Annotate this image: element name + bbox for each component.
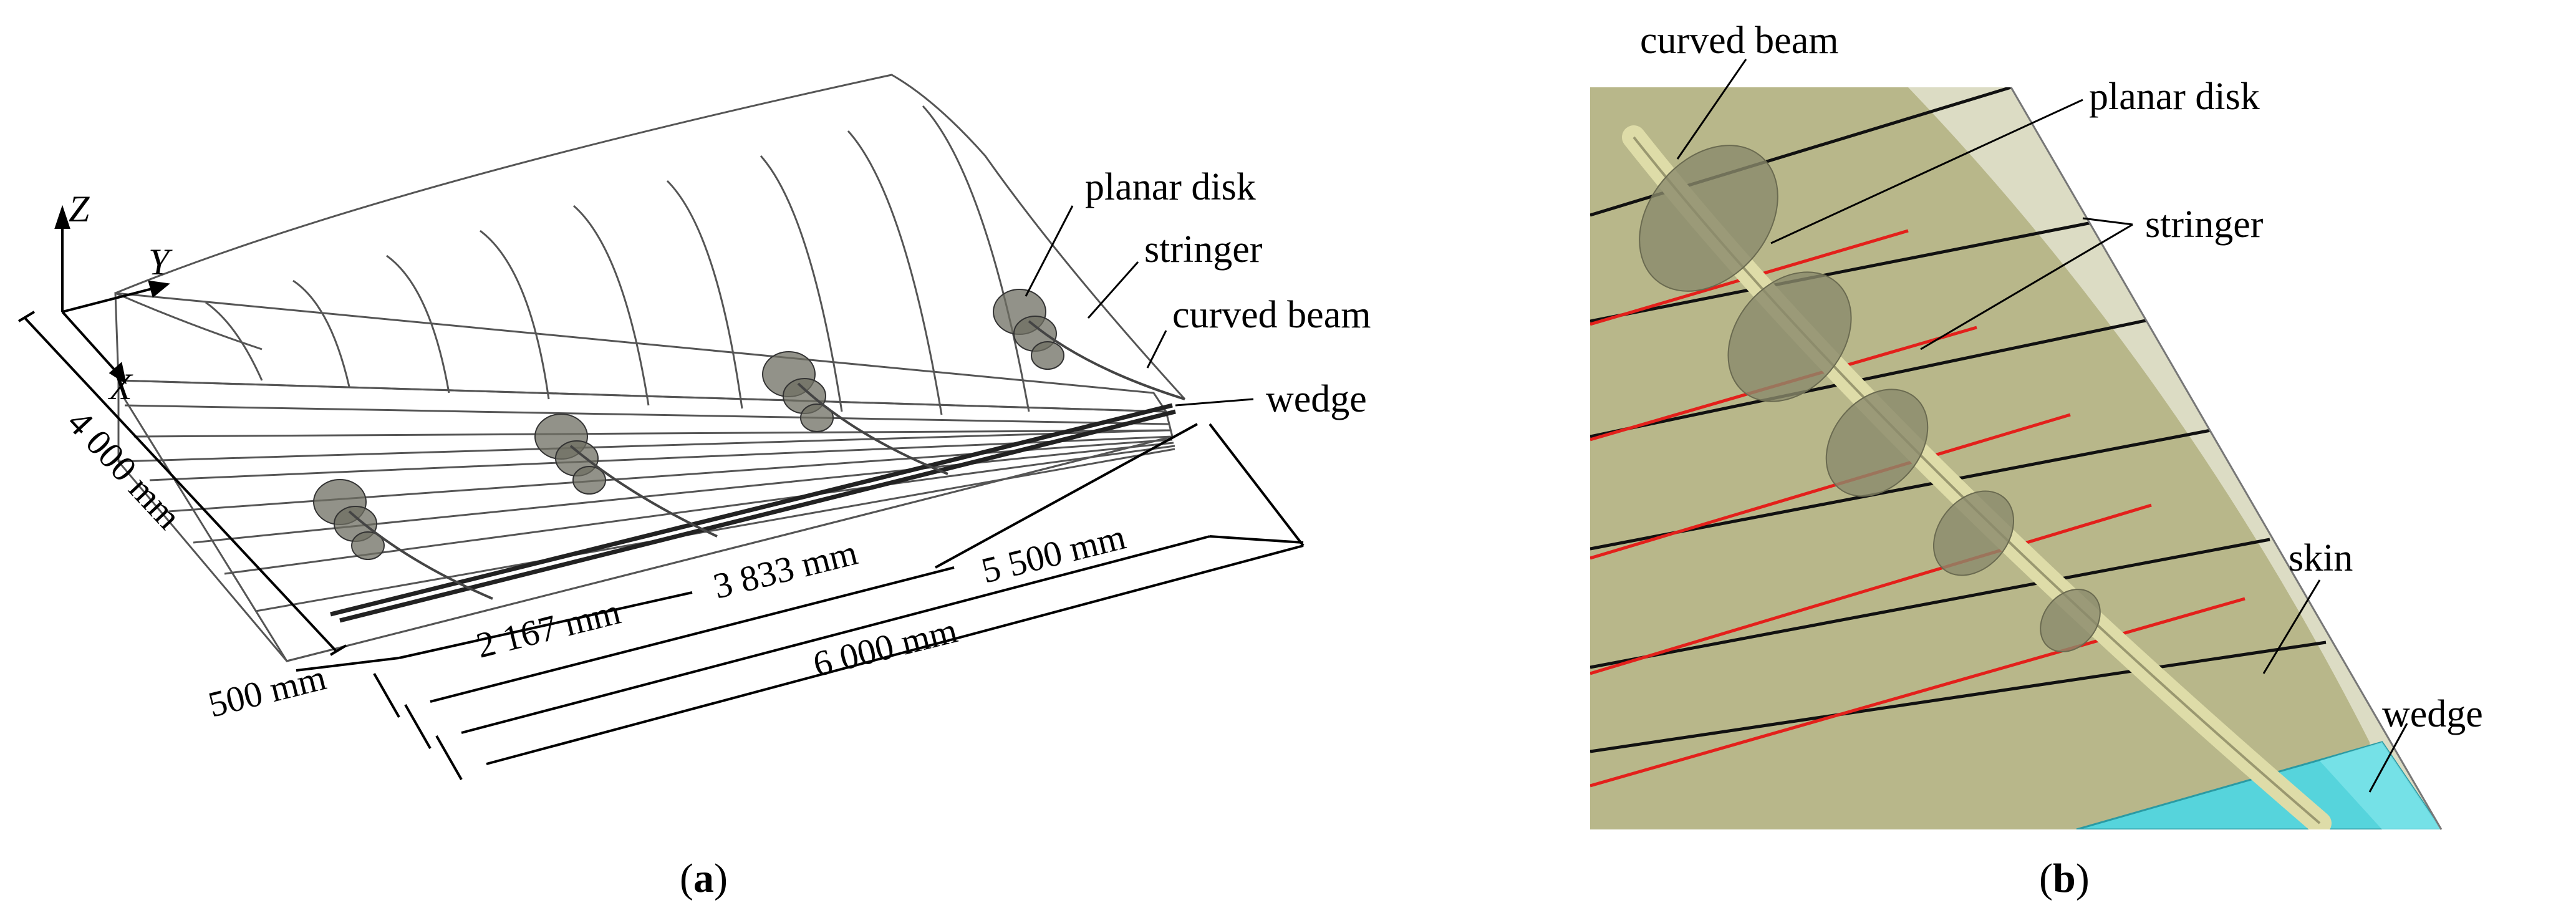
label-planar-disk-b: planar disk [2089, 75, 2260, 118]
wedge-bars [330, 403, 1176, 623]
label-planar-disk-a: planar disk [1085, 166, 1256, 208]
panel-b: curved beam planar disk stringer skin we… [1590, 19, 2483, 901]
label-stringer-a: stringer [1144, 228, 1263, 271]
callout-leaders-a [1025, 205, 1254, 407]
dim-3833-label: 3 833 mm [709, 532, 861, 607]
wing-wireframe [114, 74, 1186, 662]
axis-z-label: Z [69, 188, 90, 230]
label-curved-beam-b: curved beam [1640, 19, 1838, 62]
caption-b: (b) [2039, 856, 2090, 901]
dim-5500-label: 5 500 mm [977, 516, 1129, 591]
dim-width-label: 4 000 mm [59, 402, 189, 537]
axes [54, 205, 170, 385]
planar-disks-b [1639, 145, 2101, 653]
label-wedge-a: wedge [1266, 378, 1367, 420]
callout-leaders-b [1676, 59, 2408, 793]
planar-disk-clusters [313, 289, 1064, 560]
dim-offset-label: 500 mm [204, 657, 330, 725]
skin-front [1590, 87, 2370, 829]
label-skin-b: skin [2289, 537, 2353, 579]
label-wedge-b: wedge [2382, 693, 2483, 735]
caption-a: (a) [680, 856, 728, 901]
axis-x-label: X [108, 366, 133, 407]
label-curved-beam-a: curved beam [1172, 294, 1371, 336]
dimension-lines [17, 311, 1305, 780]
axis-y-label: Y [148, 241, 173, 283]
dim-2167-label: 2 167 mm [472, 591, 624, 666]
label-stringer-b: stringer [2145, 203, 2264, 246]
panel-a: Z Y X 4 000 mm 500 mm 2 167 mm 3 833 mm … [17, 74, 1371, 901]
curved-beams [348, 320, 1185, 600]
